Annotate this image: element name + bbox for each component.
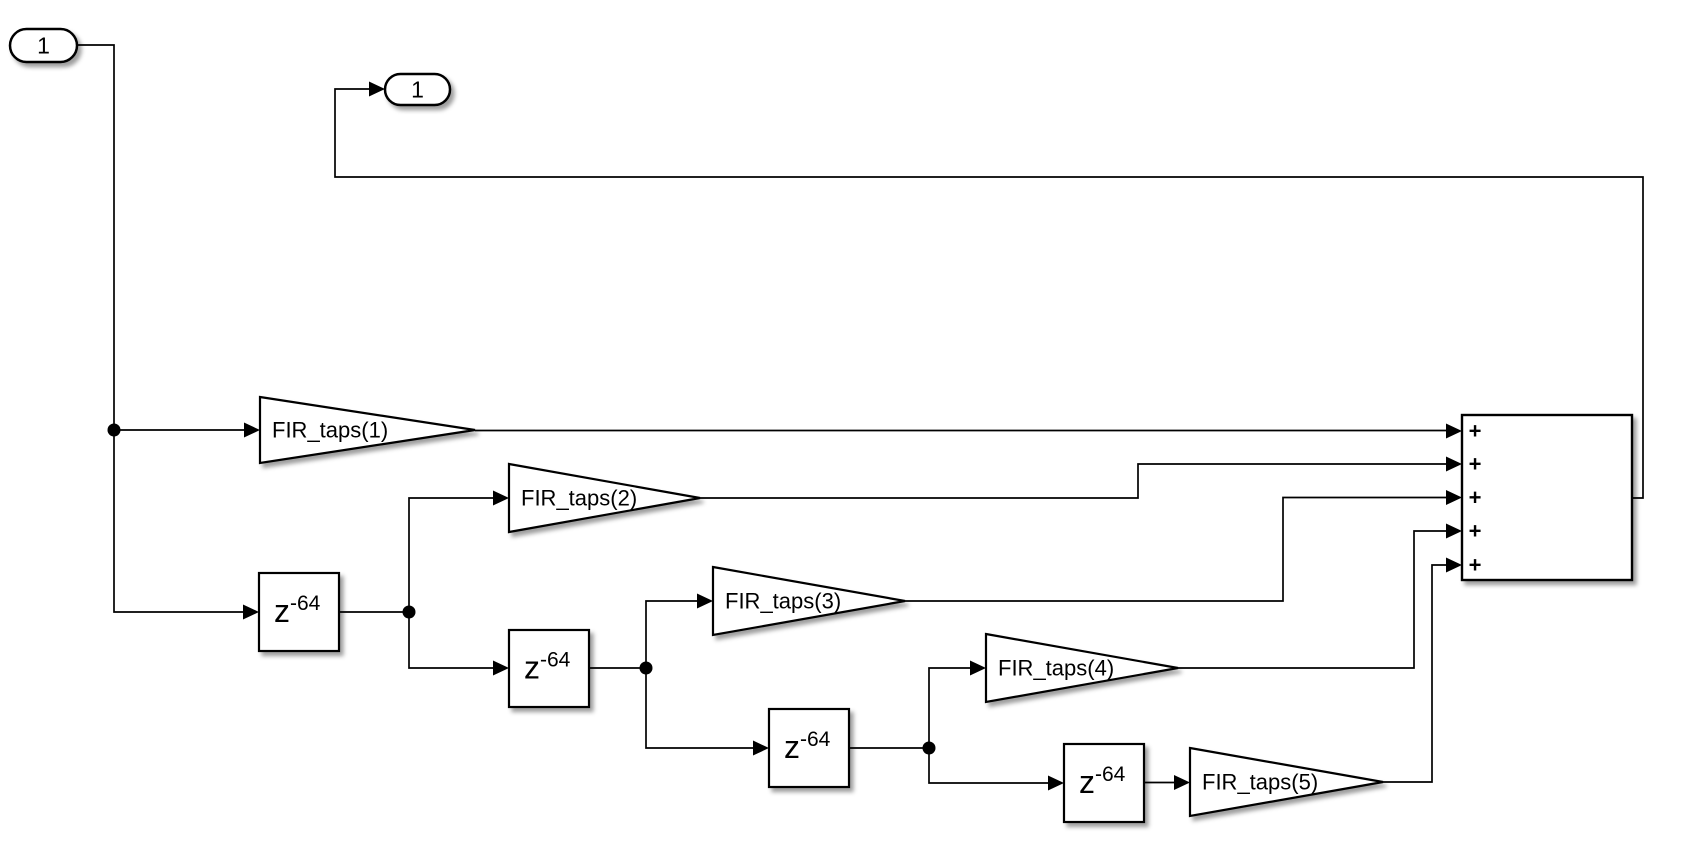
arrowhead-icon <box>1048 775 1064 791</box>
delay-label: z-64 <box>1079 763 1126 800</box>
arrowhead-icon <box>493 490 509 506</box>
sum-port-plus: + <box>1469 519 1482 544</box>
wire-branch-to-delay4[interactable] <box>928 748 1048 784</box>
arrowhead-icon <box>369 81 385 97</box>
gain-block-fir-taps-4[interactable]: FIR_taps(4) <box>984 632 1179 704</box>
delay-block-4[interactable]: z-64 <box>1062 742 1146 824</box>
sum-port-plus: + <box>1469 485 1482 510</box>
gain-label: FIR_taps(4) <box>998 656 1114 681</box>
wire-gain5-to-sum[interactable] <box>1383 564 1446 783</box>
inport-label: 1 <box>37 33 50 59</box>
wire-sum-to-outport[interactable] <box>334 88 1644 499</box>
arrowhead-icon <box>1446 523 1462 539</box>
gain-label: FIR_taps(1) <box>272 418 388 443</box>
wire-branch-to-gain4[interactable] <box>928 667 970 748</box>
sum-block[interactable]: + + + + + <box>1460 413 1634 582</box>
wire-branch-to-delay3[interactable] <box>645 668 753 749</box>
delay-label: z-64 <box>524 649 571 686</box>
arrowhead-icon <box>1446 423 1462 439</box>
arrowhead-icon <box>244 422 260 438</box>
delay-block-2[interactable]: z-64 <box>507 628 591 709</box>
junction-dot <box>107 423 121 437</box>
wire-branch-to-gain2[interactable] <box>408 497 493 612</box>
gain-block-fir-taps-1[interactable]: FIR_taps(1) <box>258 395 476 465</box>
delay-label: z-64 <box>784 728 831 765</box>
sum-port-plus: + <box>1469 553 1482 578</box>
wires-layer <box>77 44 1644 791</box>
arrowhead-icon <box>753 740 769 756</box>
wire-gain2-to-sum[interactable] <box>700 463 1446 499</box>
wire-branch-to-gain3[interactable] <box>645 600 697 668</box>
wire-branch-to-delay2[interactable] <box>408 612 493 669</box>
arrowhead-icon <box>493 660 509 676</box>
arrowhead-icon <box>1446 557 1462 573</box>
delay-block-1[interactable]: z-64 <box>257 571 341 653</box>
outport-block[interactable]: 1 <box>383 72 452 107</box>
gain-label: FIR_taps(5) <box>1202 770 1318 795</box>
sum-port-plus: + <box>1469 452 1482 477</box>
gain-block-fir-taps-3[interactable]: FIR_taps(3) <box>711 565 906 637</box>
outport-label: 1 <box>411 77 424 103</box>
arrowhead-icon <box>243 604 259 620</box>
sum-port-plus: + <box>1469 419 1482 444</box>
arrowhead-icon <box>1446 490 1462 505</box>
arrowhead-icon <box>970 660 986 676</box>
arrowhead-icon <box>1174 775 1190 790</box>
delay-label: z-64 <box>274 592 321 629</box>
gain-label: FIR_taps(3) <box>725 589 841 614</box>
arrowhead-icon <box>697 593 713 609</box>
wire-inport-to-delay1[interactable] <box>77 44 243 613</box>
gain-block-fir-taps-2[interactable]: FIR_taps(2) <box>507 462 701 534</box>
arrowhead-icon <box>1446 456 1462 472</box>
wire-gain3-to-sum[interactable] <box>905 496 1446 602</box>
gain-label: FIR_taps(2) <box>521 486 637 511</box>
delay-block-3[interactable]: z-64 <box>767 707 851 789</box>
wire-gain4-to-sum[interactable] <box>1178 530 1446 669</box>
gain-block-fir-taps-5[interactable]: FIR_taps(5) <box>1188 746 1384 818</box>
inport-block[interactable]: 1 <box>8 27 79 64</box>
